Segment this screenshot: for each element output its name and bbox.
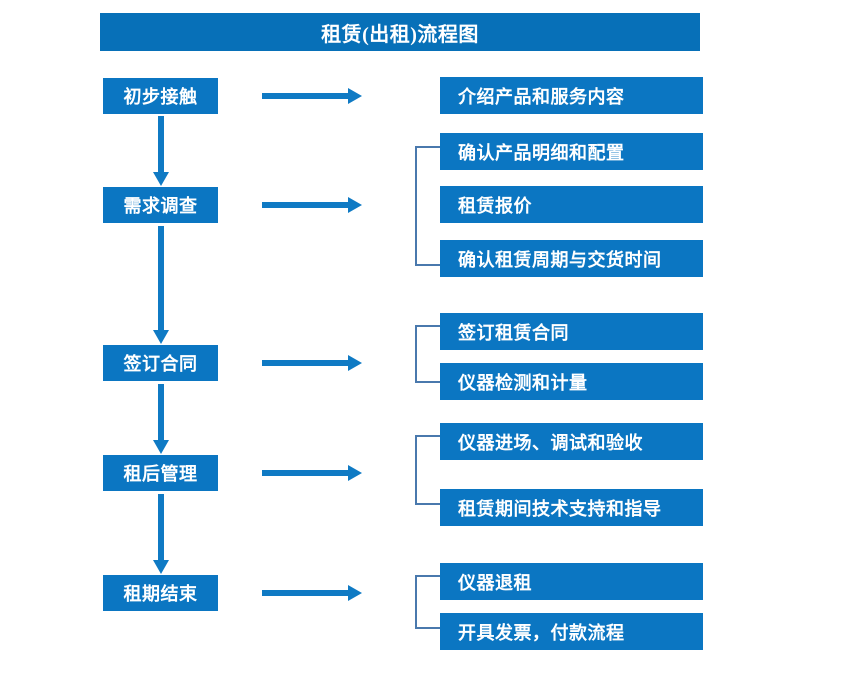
arrow-right-icon-3 [262,355,362,371]
arrow-right-icon-4 [262,465,362,481]
arrow-down-icon-4 [153,494,169,574]
detail-box-4[interactable]: 确认租赁周期与交货时间 [440,240,703,277]
detail-box-7[interactable]: 仪器进场、调试和验收 [440,423,703,460]
group-bracket-3 [414,435,440,505]
arrow-down-icon-2 [153,226,169,344]
detail-box-3[interactable]: 租赁报价 [440,186,703,223]
group-bracket-2 [414,325,440,383]
detail-box-9[interactable]: 仪器退租 [440,563,703,600]
stage-box-4[interactable]: 租后管理 [103,455,218,491]
stage-box-1[interactable]: 初步接触 [103,78,218,114]
arrow-down-icon-1 [153,116,169,186]
arrow-right-icon-1 [262,88,362,104]
detail-box-1[interactable]: 介绍产品和服务内容 [440,77,703,114]
detail-box-6[interactable]: 仪器检测和计量 [440,363,703,400]
detail-box-8[interactable]: 租赁期间技术支持和指导 [440,489,703,526]
stage-box-3[interactable]: 签订合同 [103,345,218,381]
arrow-right-icon-2 [262,197,362,213]
stage-box-5[interactable]: 租期结束 [103,575,218,611]
detail-box-10[interactable]: 开具发票，付款流程 [440,613,703,650]
flowchart-title: 租赁(出租)流程图 [100,13,700,51]
arrow-down-icon-3 [153,384,169,454]
group-bracket-1 [414,146,440,266]
arrow-right-icon-5 [262,585,362,601]
detail-box-5[interactable]: 签订租赁合同 [440,313,703,350]
stage-box-2[interactable]: 需求调查 [103,187,218,223]
detail-box-2[interactable]: 确认产品明细和配置 [440,133,703,170]
group-bracket-4 [414,575,440,629]
